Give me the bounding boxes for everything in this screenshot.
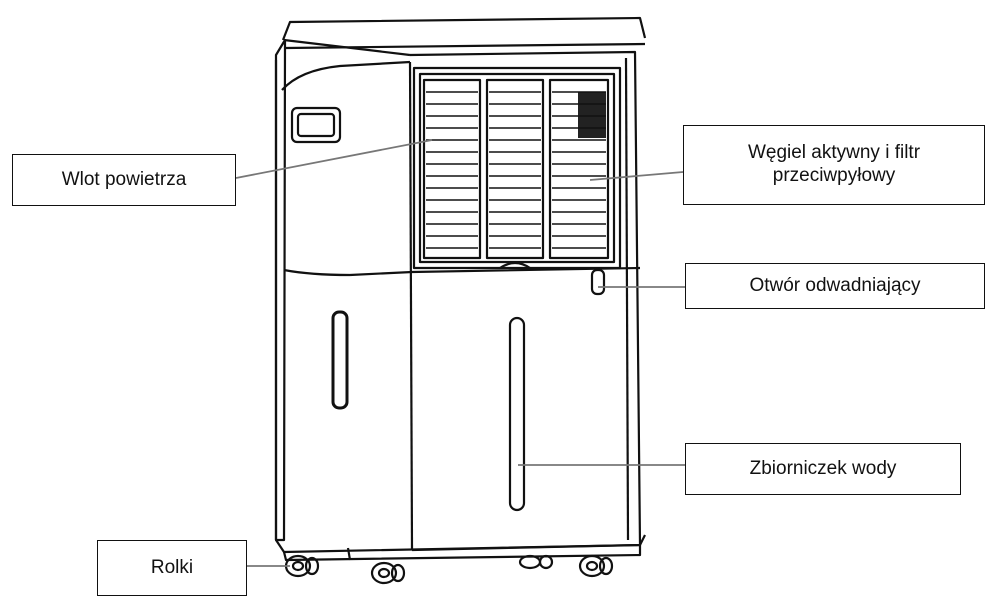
grille-frame — [412, 66, 622, 270]
label-carbon-filter-line2: przeciwpyłowy — [772, 165, 896, 186]
leader-carbon-filter — [589, 171, 684, 181]
leader-air-inlet — [235, 139, 433, 179]
grille-slats — [426, 91, 606, 249]
label-air-inlet-text: Wlot powietrza — [61, 168, 187, 190]
label-wheels-text: Rolki — [150, 556, 194, 578]
unit-base — [275, 534, 646, 554]
side-handle — [290, 106, 342, 144]
label-air-inlet: Wlot powietrza — [12, 154, 236, 206]
label-water-tank: Zbiorniczek wody — [685, 443, 961, 495]
unit-top-cap — [281, 16, 647, 41]
water-level-window — [508, 316, 526, 512]
drain-hole — [590, 268, 606, 296]
label-drain-hole-text: Otwór odwadniający — [749, 274, 921, 296]
label-drain-hole: Otwór odwadniający — [685, 263, 985, 309]
side-grip — [331, 310, 349, 410]
leader-lines — [235, 139, 685, 567]
label-wheels: Rolki — [97, 540, 247, 596]
label-carbon-filter: Węgiel aktywny i filtr przeciwpyłowy — [683, 125, 985, 205]
label-carbon-filter-line1: Węgiel aktywny i filtr — [747, 142, 921, 164]
label-water-tank-text: Zbiorniczek wody — [749, 457, 897, 479]
unit-side-panel — [274, 38, 287, 542]
wheels — [284, 554, 614, 585]
